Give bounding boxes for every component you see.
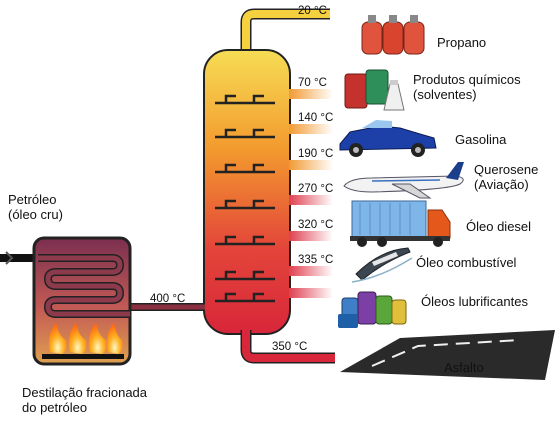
truck-icon	[350, 200, 451, 247]
temperature-propano: 20 °C	[298, 5, 327, 17]
chemical-drums-icon	[344, 69, 405, 111]
product-solventes: Produtos químicos (solventes)	[413, 72, 521, 102]
temperature-solventes: 70 °C	[298, 77, 327, 89]
product-asfalto: Asfalto	[444, 360, 484, 375]
temperature-combustivel: 320 °C	[298, 219, 334, 231]
product-diesel: Óleo diesel	[466, 219, 532, 234]
crude-oil-label: Petróleo (óleo cru)	[8, 192, 63, 222]
product-lubrificantes: Óleos lubrificantes	[421, 294, 528, 309]
furnace-caption: Destilação fracionada do petróleo	[22, 385, 148, 415]
product-querosene: Querosene (Aviação)	[474, 162, 539, 192]
product-gasolina: Gasolina	[455, 132, 507, 147]
outlet-pipes	[289, 89, 333, 298]
temperature-lubrificantes: 335 °C	[298, 254, 334, 266]
gas-cylinders-icon	[361, 15, 425, 55]
product-propano: Propano	[437, 35, 487, 50]
asphalt-road-icon	[340, 330, 555, 380]
oil-bottles-icon	[338, 291, 407, 328]
temperature-querosene: 190 °C	[298, 148, 334, 160]
temperature-asfalto: 350 °C	[272, 341, 308, 353]
product-combustivel: Óleo combustível	[416, 255, 517, 270]
temperature-diesel: 270 °C	[298, 183, 334, 195]
car-icon	[339, 120, 437, 157]
burner-flames-icon	[42, 322, 124, 359]
column-trays	[215, 94, 275, 303]
furnace-temperature: 400 °C	[150, 293, 186, 305]
fractionating-column	[203, 49, 291, 335]
temperature-gasolina: 140 °C	[298, 112, 334, 124]
airplane-icon	[343, 162, 464, 199]
ship-icon	[351, 247, 413, 283]
